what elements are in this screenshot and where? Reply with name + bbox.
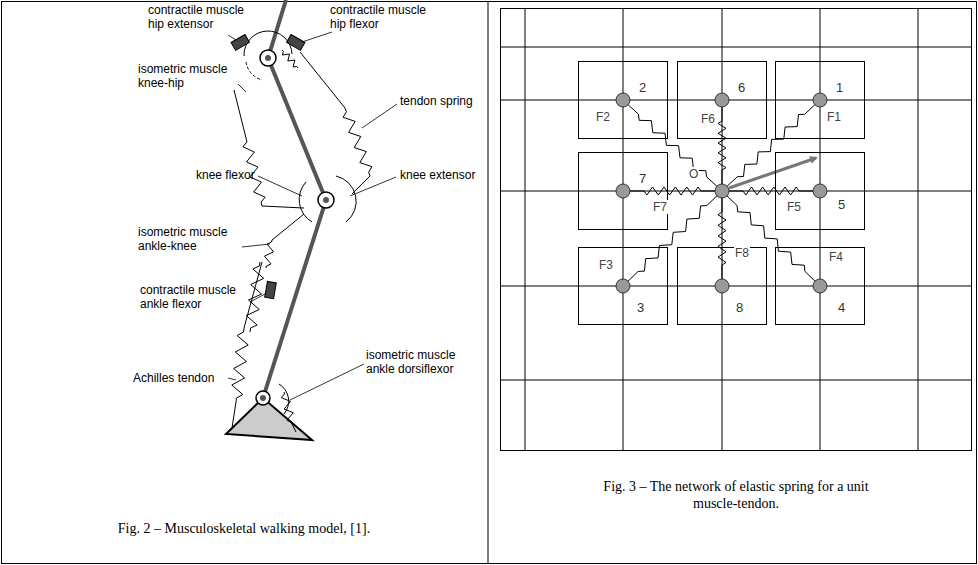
unit-cell: 4: [775, 247, 865, 325]
part-label: contractile muscle hip flexor: [330, 3, 438, 31]
muscle-line: [232, 402, 236, 428]
part-label: isometric muscle knee-hip: [138, 62, 238, 90]
unit-cell: 6: [677, 61, 767, 139]
spring-force-label: F1: [826, 110, 842, 124]
point-number: 1: [836, 80, 843, 95]
spring: [718, 198, 726, 279]
part-label: knee flexor: [196, 168, 255, 182]
muscle-line: [234, 90, 246, 138]
part-label: isometric muscle ankle-knee: [138, 225, 240, 253]
point-number: 6: [738, 80, 745, 95]
point-number: 5: [838, 197, 845, 212]
unit-cell: 1: [775, 61, 865, 139]
center-point-label: O: [688, 167, 699, 181]
spring: [729, 187, 813, 195]
point-number: 3: [637, 300, 644, 315]
spring: [343, 108, 372, 176]
part-label: contractile muscle hip extensor: [148, 3, 256, 31]
spring-force-label: F8: [734, 246, 750, 260]
spring: [282, 50, 298, 68]
part-label: isometric muscle ankle dorsiflexor: [366, 348, 474, 376]
muscle-line: [292, 424, 296, 432]
spring: [628, 196, 717, 281]
spring: [281, 392, 293, 424]
spring-force-label: F6: [700, 112, 716, 126]
spring-force-label: F7: [652, 200, 668, 214]
unit-cell: 2: [578, 61, 668, 139]
point-number: 7: [639, 171, 646, 186]
spring-force-label: F5: [786, 200, 802, 214]
spring-force-label: F4: [828, 250, 844, 264]
muscle-line: [300, 52, 345, 108]
spring: [727, 196, 815, 281]
unit-cell: 8: [677, 247, 767, 325]
unit-cell: 7: [578, 152, 668, 230]
muscle-line: [272, 214, 304, 240]
figure-caption: Fig. 3 – The network of elastic spring f…: [590, 478, 882, 512]
spring: [630, 187, 715, 195]
point-number: 8: [736, 300, 743, 315]
point-number: 2: [639, 80, 646, 95]
part-label: contractile muscle ankle flexor: [140, 283, 248, 311]
spring-force-label: F2: [595, 110, 611, 124]
unit-cell: 5: [775, 152, 865, 230]
spring-force-label: F3: [598, 258, 614, 272]
leg-model: [226, 0, 372, 440]
mass-points: [616, 93, 827, 293]
force-arrow: [729, 158, 816, 188]
part-label: Achilles tendon: [133, 371, 214, 385]
leader-lines: [228, 32, 397, 400]
grid-frame: [500, 8, 972, 451]
muscle-line: [244, 262, 262, 328]
part-label: knee extensor: [400, 168, 475, 182]
unit-cell: 3: [578, 247, 668, 325]
point-number: 4: [838, 300, 845, 315]
muscle-line: [262, 206, 304, 208]
spring: [718, 107, 726, 184]
spring: [628, 105, 717, 187]
figure-caption: Fig. 2 – Musculoskeletal walking model, …: [4, 520, 484, 537]
spring: [232, 328, 248, 402]
spring: [246, 262, 263, 332]
part-label: tendon spring: [400, 94, 473, 108]
spring-network: [628, 105, 815, 281]
